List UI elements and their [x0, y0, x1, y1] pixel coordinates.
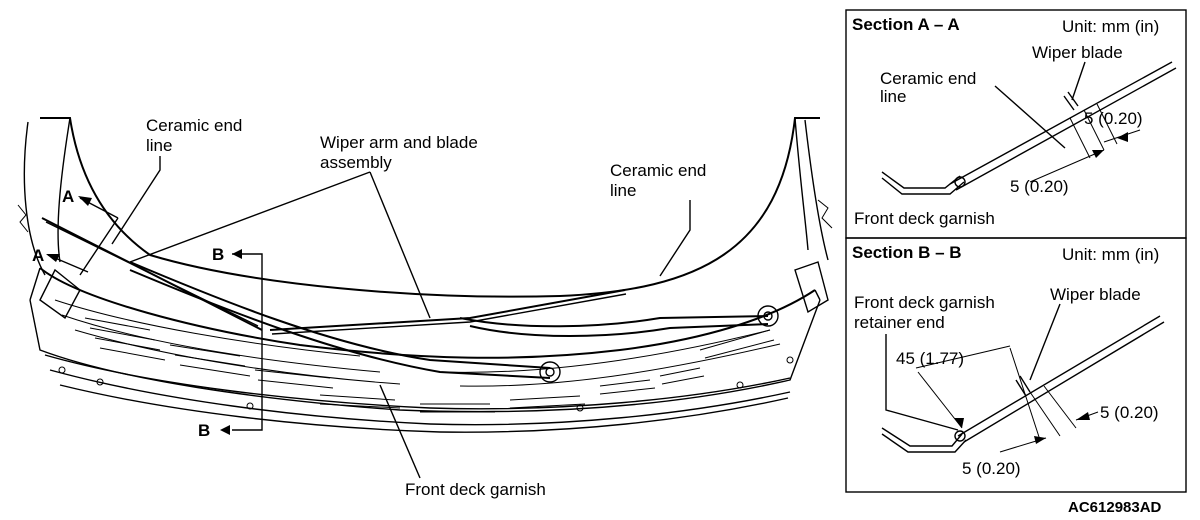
- section-marker-a: A A: [32, 187, 119, 276]
- figure-code: AC612983AD: [1068, 499, 1162, 516]
- section-b-retainer-label-1: Front deck garnish: [854, 293, 995, 312]
- section-b-dim-bottom: 5 (0.20): [962, 459, 1021, 478]
- section-b-unit: Unit: mm (in): [1062, 245, 1159, 264]
- section-a-title: Section A – A: [852, 15, 960, 34]
- section-a-ceramic-label-1: Ceramic end: [880, 69, 976, 88]
- front-deck-garnish-body: [29, 261, 829, 433]
- section-b-panel: Section B – B Unit: mm (in) Front deck g…: [845, 237, 1187, 493]
- ceramic-end-line-right-label-2: line: [610, 181, 636, 200]
- section-b-retainer-label-2: retainer end: [854, 313, 945, 332]
- section-marker-b: B B: [198, 245, 263, 440]
- wiper-arm-label-2: assembly: [320, 153, 392, 172]
- section-a-panel: Section A – A Unit: mm (in) Wiper blade …: [845, 9, 1187, 239]
- section-a-dim-upper: 5 (0.20): [1084, 109, 1143, 128]
- section-b-bottom-label: B: [198, 421, 210, 440]
- section-a-wiper-blade-label: Wiper blade: [1032, 43, 1123, 62]
- ceramic-end-line-left-label-2: line: [146, 136, 172, 155]
- section-a-top-label: A: [62, 187, 74, 206]
- wiper-arm-right: [269, 289, 779, 337]
- main-view: Ceramic end line Wiper arm and blade ass…: [17, 116, 833, 499]
- section-b-dim-long: 45 (1.77): [896, 349, 964, 368]
- wiper-arm-left: [41, 217, 561, 383]
- front-deck-garnish-label: Front deck garnish: [405, 480, 546, 499]
- section-b-wiper-blade-label: Wiper blade: [1050, 285, 1141, 304]
- section-a-unit: Unit: mm (in): [1062, 17, 1159, 36]
- section-a-bottom-label: A: [32, 246, 44, 265]
- wiper-arm-label-1: Wiper arm and blade: [320, 133, 478, 152]
- ceramic-end-line-right-label-1: Ceramic end: [610, 161, 706, 180]
- section-a-dim-lower: 5 (0.20): [1010, 177, 1069, 196]
- section-b-title: Section B – B: [852, 243, 962, 262]
- ceramic-end-line-left-label-1: Ceramic end: [146, 116, 242, 135]
- section-a-front-deck-garnish-label: Front deck garnish: [854, 209, 995, 228]
- section-a-ceramic-label-2: line: [880, 87, 906, 106]
- section-b-dim-right: 5 (0.20): [1100, 403, 1159, 422]
- section-b-top-label: B: [212, 245, 224, 264]
